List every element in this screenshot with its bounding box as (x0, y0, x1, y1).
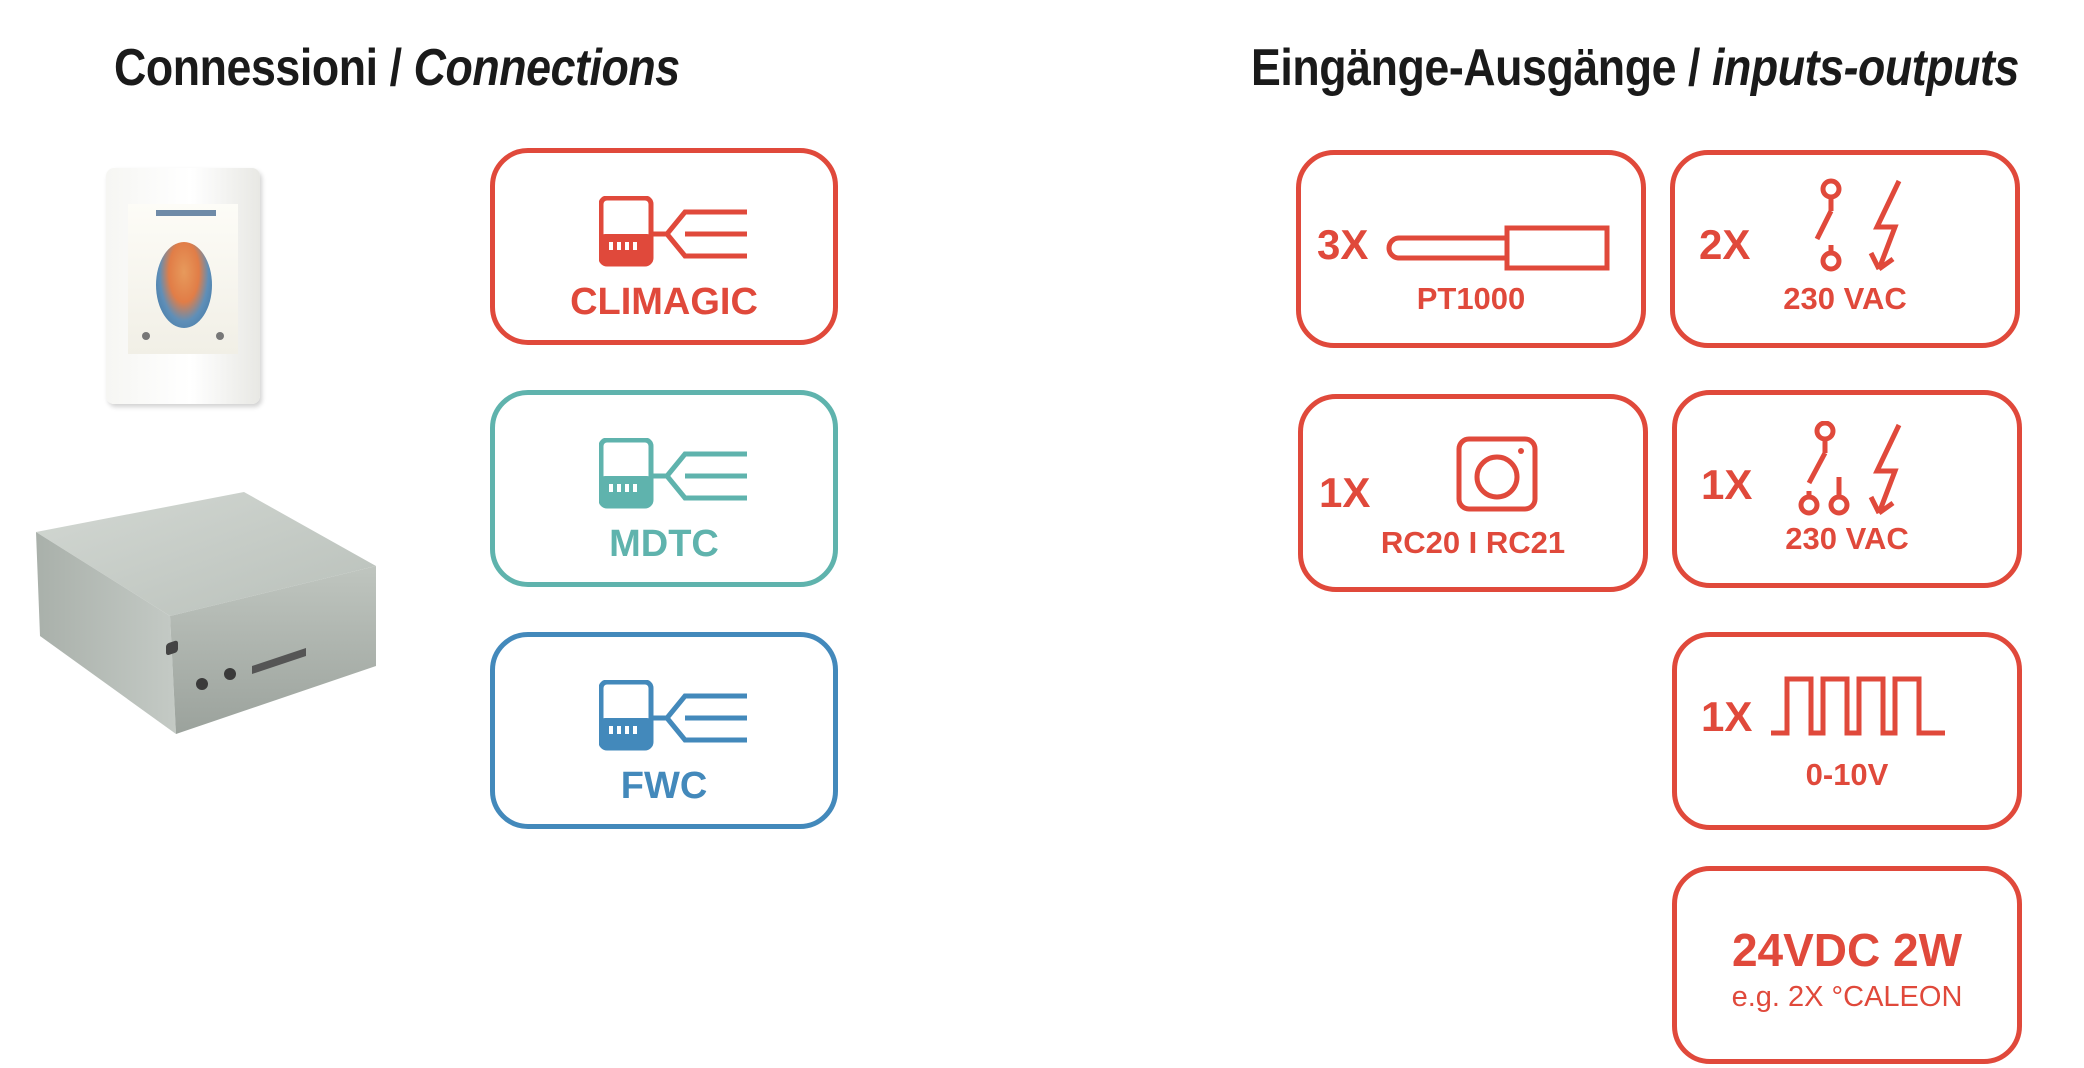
gateway-box-image (36, 492, 376, 734)
tablet-button (142, 332, 150, 340)
port-icon (166, 640, 178, 655)
tablet-header-bar (156, 210, 216, 216)
count-label: 3X (1317, 221, 1369, 268)
io-remote-controller: 1X RC20 I RC21 (1298, 394, 1648, 592)
connection-mdtc: MDTC (490, 390, 838, 587)
io-label: 230 VAC (1783, 281, 1907, 316)
tablet-screen (128, 204, 238, 354)
switch-voltage-icon (1814, 178, 1902, 272)
io-changeover-output: 1X 230 VAC (1672, 390, 2022, 588)
connection-label: FWC (620, 765, 708, 807)
io-analog-output: 1X 0-10V (1672, 632, 2022, 830)
connections-heading: Connessioni / Connections (114, 38, 680, 98)
heading-text: Connessioni / (114, 39, 414, 97)
controller-cable-icon (599, 196, 747, 267)
count-label: 2X (1699, 221, 1751, 268)
changeover-switch-icon (1798, 421, 1902, 516)
count-label: 1X (1701, 693, 1753, 740)
connection-fwc: FWC (490, 632, 838, 829)
count-label: 1X (1319, 469, 1371, 516)
count-label: 1X (1701, 461, 1753, 508)
room-controller-icon (1456, 436, 1538, 512)
io-label: 0-10V (1805, 757, 1889, 792)
power-rating-label: 24VDC 2W (1731, 924, 1963, 976)
io-relay-output: 2X 230 VAC (1670, 150, 2020, 348)
connection-label: CLIMAGIC (570, 281, 758, 323)
io-pt1000: 3X PT1000 (1296, 150, 1646, 348)
heading-italic-text: Connections (413, 39, 681, 97)
controller-cable-icon (599, 438, 747, 509)
tablet-button (216, 332, 224, 340)
power-example-label: e.g. 2X °CALEON (1731, 981, 1963, 1013)
controller-cable-icon (599, 680, 747, 751)
io-label: PT1000 (1416, 281, 1526, 316)
heading-italic-text: inputs-outputs (1712, 39, 2019, 97)
io-label: 230 VAC (1785, 521, 1909, 556)
room-controller-image (106, 168, 260, 404)
square-wave-icon (1771, 676, 1945, 736)
heading-text: Eingänge-Ausgänge / (1251, 39, 1713, 97)
io-power-supply: 24VDC 2W e.g. 2X °CALEON (1672, 866, 2022, 1064)
connection-label: MDTC (609, 523, 719, 565)
tablet-globe-graphic (156, 242, 212, 328)
io-label: RC20 I RC21 (1380, 525, 1566, 560)
inputs-outputs-heading: Eingänge-Ausgänge / inputs-outputs (1251, 38, 2019, 98)
connection-climagic: CLIMAGIC (490, 148, 838, 345)
temperature-sensor-icon (1386, 225, 1610, 271)
